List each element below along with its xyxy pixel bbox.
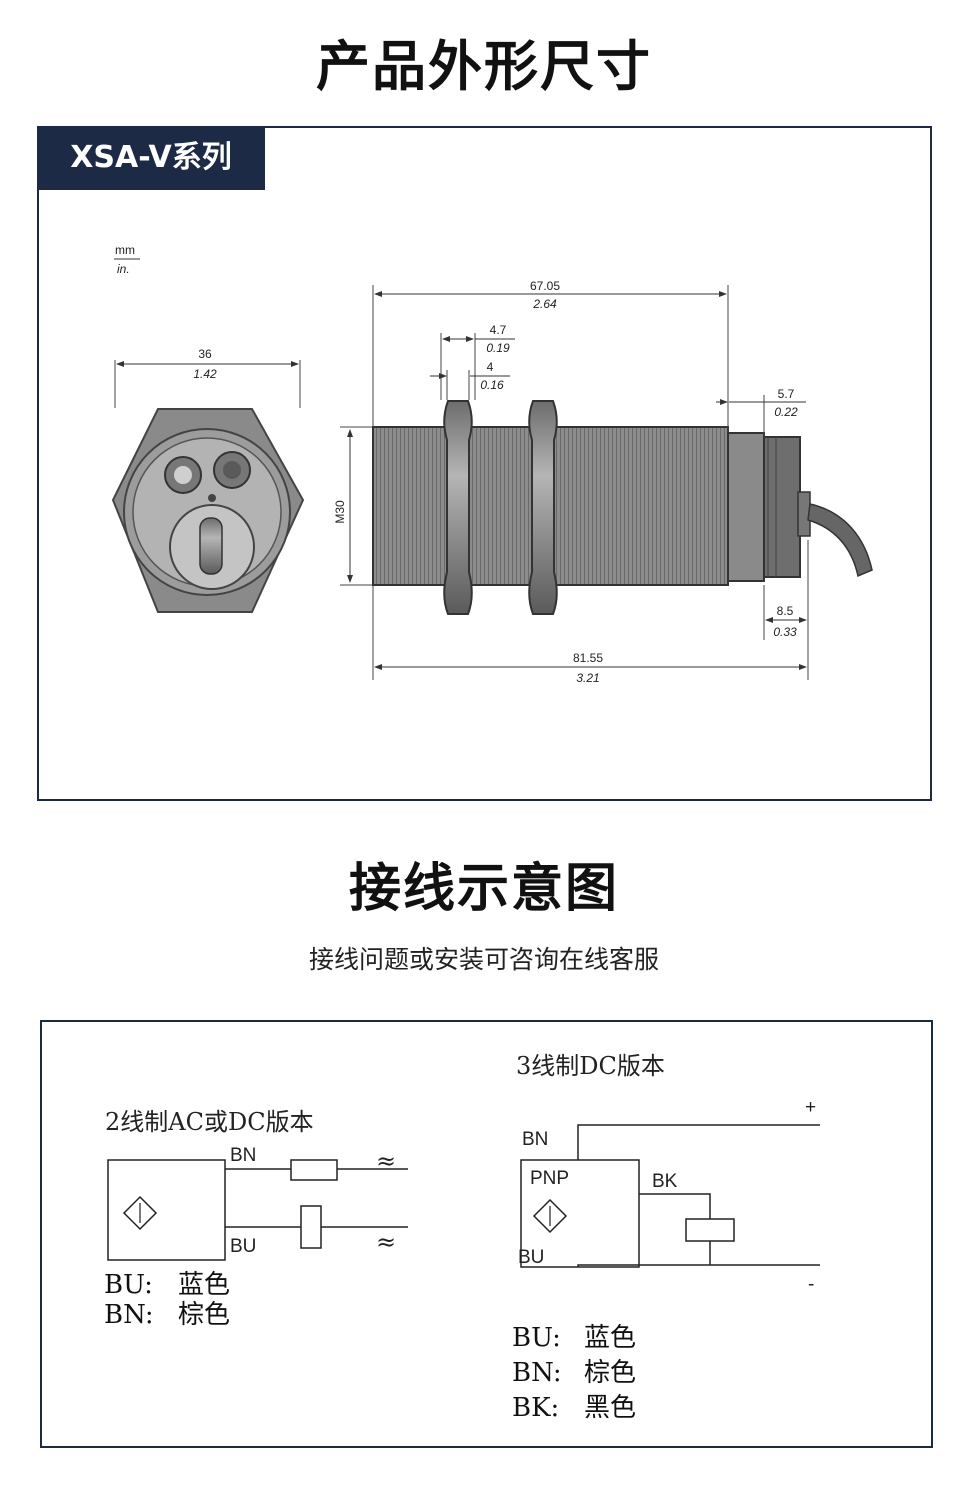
cable-icon <box>807 503 873 578</box>
wiring-3wire: 3线制DC版本 PNP BN BU BK + - BU: 蓝色 BN: 棕色 B… <box>512 1052 820 1423</box>
front-view: 36 1.42 <box>111 347 305 613</box>
svg-text:3线制DC版本: 3线制DC版本 <box>516 1052 665 1080</box>
svg-text:5.7: 5.7 <box>778 387 795 401</box>
svg-text:BU: BU <box>518 1247 544 1268</box>
svg-text:2.64: 2.64 <box>532 297 557 311</box>
svg-text:81.55: 81.55 <box>573 651 603 665</box>
sensor-symbol-icon <box>532 1198 568 1234</box>
svg-text:+: + <box>805 1097 816 1118</box>
svg-text:67.05: 67.05 <box>530 279 560 293</box>
dimension-panel <box>37 126 932 801</box>
svg-text:BU: BU <box>230 1236 256 1257</box>
svg-text:BN: BN <box>230 1145 256 1166</box>
svg-text:in.: in. <box>117 262 130 276</box>
svg-text:0.16: 0.16 <box>480 378 504 392</box>
nut-icon <box>443 400 473 615</box>
wiring-note: 接线问题或安装可咨询在线客服 <box>308 945 659 974</box>
svg-text:BU:: BU: <box>104 1270 153 1300</box>
svg-text:36: 36 <box>198 347 212 361</box>
svg-text:4.7: 4.7 <box>490 323 507 337</box>
svg-text:BK: BK <box>652 1171 678 1192</box>
svg-text:8.5: 8.5 <box>777 604 794 618</box>
svg-text:棕色: 棕色 <box>584 1358 636 1388</box>
wiring-2wire: 2线制AC或DC版本 BN BU ≈ ≈ BU: 蓝色 BN: 棕色 <box>104 1108 408 1330</box>
svg-text:黑色: 黑色 <box>584 1393 636 1423</box>
fuse-icon <box>290 1159 338 1181</box>
svg-text:BK:: BK: <box>512 1393 559 1423</box>
load-icon <box>300 1205 322 1249</box>
ac-supply-icon: ≈ <box>376 1147 396 1175</box>
side-view: M30 67.05 2.64 4.7 0.19 4 0.16 5.7 0.22 … <box>333 279 873 685</box>
svg-text:M30: M30 <box>333 500 347 524</box>
svg-text:蓝色: 蓝色 <box>178 1270 230 1300</box>
svg-text:BN:: BN: <box>104 1300 154 1330</box>
svg-text:0.22: 0.22 <box>774 405 798 419</box>
dimensions-heading: 产品外形尺寸 <box>316 35 652 98</box>
svg-text:2线制AC或DC版本: 2线制AC或DC版本 <box>105 1108 314 1136</box>
svg-text:BN:: BN: <box>512 1358 562 1388</box>
svg-text:PNP: PNP <box>530 1168 569 1189</box>
ac-supply-icon: ≈ <box>376 1228 396 1256</box>
wiring-heading: 接线示意图 <box>348 859 619 919</box>
svg-text:0.19: 0.19 <box>486 341 510 355</box>
svg-text:0.33: 0.33 <box>773 625 797 639</box>
nut-icon <box>528 400 558 615</box>
svg-text:1.42: 1.42 <box>193 367 217 381</box>
svg-text:mm: mm <box>115 243 135 257</box>
wiring-panel <box>40 1020 933 1448</box>
svg-text:棕色: 棕色 <box>178 1300 230 1330</box>
svg-text:BU:: BU: <box>512 1323 561 1353</box>
sensor-symbol-icon <box>122 1195 158 1231</box>
series-tag: XSA-V系列 <box>37 126 265 190</box>
svg-text:3.21: 3.21 <box>576 671 599 685</box>
svg-text:-: - <box>808 1274 814 1295</box>
svg-text:4: 4 <box>487 360 494 374</box>
unit-indicator: mm in. <box>114 243 140 276</box>
svg-text:BN: BN <box>522 1129 548 1150</box>
load-icon <box>685 1218 735 1242</box>
svg-text:蓝色: 蓝色 <box>584 1323 636 1353</box>
